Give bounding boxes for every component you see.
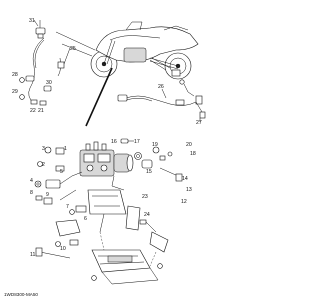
sensor-bracket-31	[35, 20, 46, 39]
leader-line-front-2	[61, 43, 93, 57]
hose-connector-16	[120, 138, 134, 144]
callout-13: 13	[186, 187, 192, 193]
callout-9: 9	[46, 192, 49, 198]
callout-21: 21	[38, 108, 44, 114]
rear-sensor-callout	[149, 57, 181, 77]
reference-code: 1WD8300-MA50	[4, 292, 38, 297]
abs-hydraulic-unit	[79, 141, 134, 191]
lower-right-bracket	[125, 205, 169, 253]
callout-15: 15	[146, 169, 152, 175]
section-separator-line	[85, 67, 113, 127]
abs-control-unit-tray	[91, 231, 163, 285]
callout-16: 16	[111, 139, 117, 145]
callout-12: 12	[181, 199, 187, 205]
callout-2: 2	[42, 162, 45, 168]
front-sensor-harness	[19, 37, 65, 106]
callout-6: 6	[84, 216, 87, 222]
callout-29: 29	[12, 89, 18, 95]
callout-7: 7	[66, 204, 69, 210]
part-number-callouts: 31 25 28 29 30 22 21 26 27 16 17 19 20 1…	[12, 18, 202, 258]
callout-11: 11	[30, 252, 35, 258]
rear-sensor-harness	[117, 79, 206, 119]
callout-1: 1	[64, 146, 67, 152]
callout-30: 30	[46, 80, 52, 86]
callout-8: 8	[30, 190, 33, 196]
abs-bracket	[69, 189, 127, 233]
callout-20: 20	[186, 142, 192, 148]
callout-26: 26	[158, 84, 164, 90]
callout-24: 24	[144, 212, 150, 218]
callout-28: 28	[12, 72, 18, 78]
leader-line-front	[55, 31, 96, 51]
callout-17: 17	[134, 139, 140, 145]
callout-27: 27	[196, 120, 202, 126]
callout-10: 10	[60, 246, 66, 252]
callout-31: 31	[29, 18, 35, 24]
callout-4: 4	[30, 178, 33, 184]
callout-14: 14	[182, 176, 188, 182]
motorcycle-outline	[90, 21, 199, 80]
callout-19: 19	[152, 142, 158, 148]
abs-fittings	[134, 146, 183, 182]
parts-diagram: 31 25 28 29 30 22 21 26 27 16 17 19 20 1…	[4, 18, 206, 297]
lower-left-brackets	[35, 219, 81, 259]
callout-22: 22	[30, 108, 36, 114]
callout-23: 23	[142, 194, 148, 200]
callout-3: 3	[42, 146, 45, 152]
callout-5: 5	[60, 169, 63, 175]
callout-25: 25	[70, 46, 76, 52]
left-mounting-parts	[34, 146, 83, 205]
callout-18: 18	[190, 151, 196, 157]
